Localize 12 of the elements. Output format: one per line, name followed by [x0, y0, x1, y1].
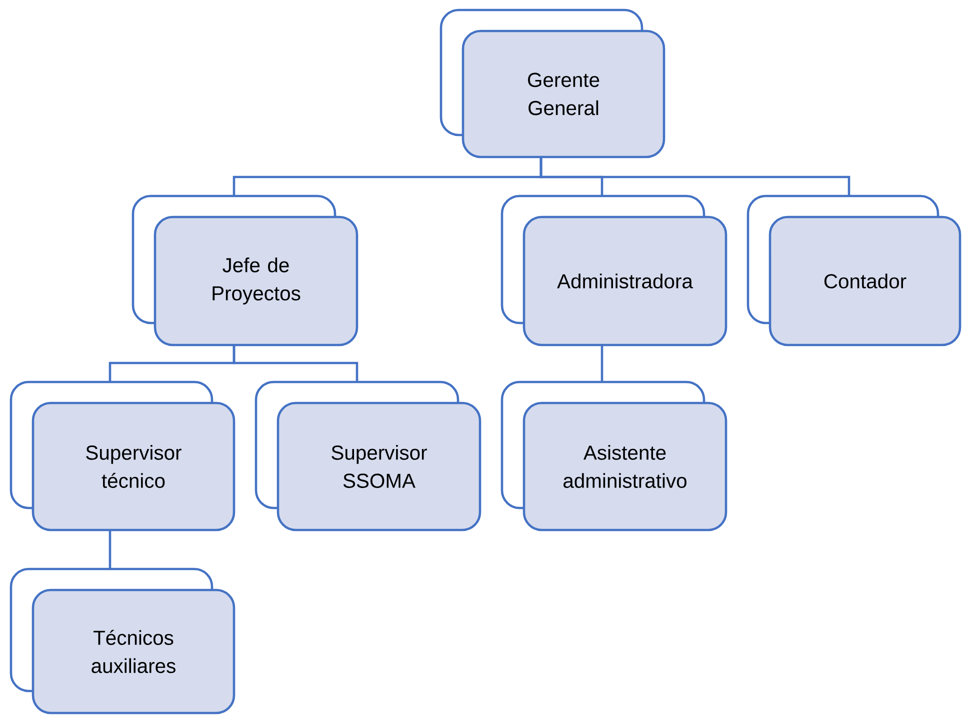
connector-line	[540, 157, 850, 196]
org-box: Técnicos auxiliares	[10, 568, 236, 714]
org-box: Contador	[746, 194, 962, 346]
org-box: Supervisor técnico	[10, 380, 236, 532]
org-box: Gerente General	[440, 8, 666, 158]
org-box: Supervisor SSOMA	[254, 380, 482, 532]
org-box: Administradora	[500, 194, 728, 346]
connector-line	[600, 345, 604, 382]
org-box: Asistente administrativo	[500, 380, 728, 532]
connector-line	[108, 530, 112, 569]
org-box: Jefe de Proyectos	[132, 194, 358, 346]
connector-line	[232, 345, 358, 382]
